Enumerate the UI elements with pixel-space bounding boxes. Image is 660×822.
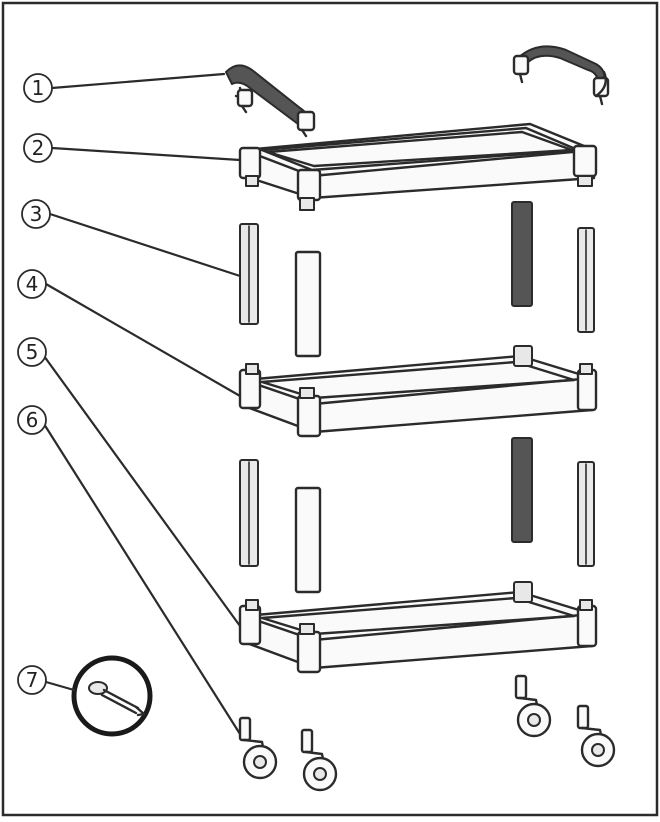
caster-rear-right (576, 704, 616, 768)
caster-front-left (238, 716, 278, 780)
caster-front-mid (300, 728, 338, 792)
callout-label: 4 (26, 272, 39, 296)
callout-7: 7 (17, 665, 47, 695)
callout-label: 1 (32, 76, 45, 100)
callout-6: 6 (17, 405, 47, 435)
bottom-shelf (238, 581, 598, 674)
callout-2: 2 (23, 133, 53, 163)
callout-label: 2 (32, 136, 45, 160)
handle-right (512, 45, 610, 106)
callout-label: 6 (26, 408, 39, 432)
top-shelf (238, 122, 598, 211)
leader-line-5 (42, 354, 242, 628)
callout-label: 7 (26, 668, 39, 692)
leader-line-3 (48, 212, 242, 278)
callout-1: 1 (23, 73, 53, 103)
callout-5: 5 (17, 337, 47, 367)
leader-line-6 (42, 422, 242, 736)
lower-posts (239, 437, 595, 594)
wrench-detail (71, 655, 153, 737)
upper-posts (239, 201, 595, 358)
middle-shelf (238, 345, 598, 438)
leader-line-7 (44, 680, 76, 692)
callout-4: 4 (17, 269, 47, 299)
callout-label: 5 (26, 340, 39, 364)
leader-line-2 (50, 146, 242, 162)
handle-left (225, 64, 316, 138)
callout-3: 3 (21, 199, 51, 229)
callout-label: 3 (30, 202, 43, 226)
leader-line-1 (50, 72, 226, 90)
leader-line-4 (44, 282, 242, 398)
caster-rear-left (514, 674, 552, 738)
